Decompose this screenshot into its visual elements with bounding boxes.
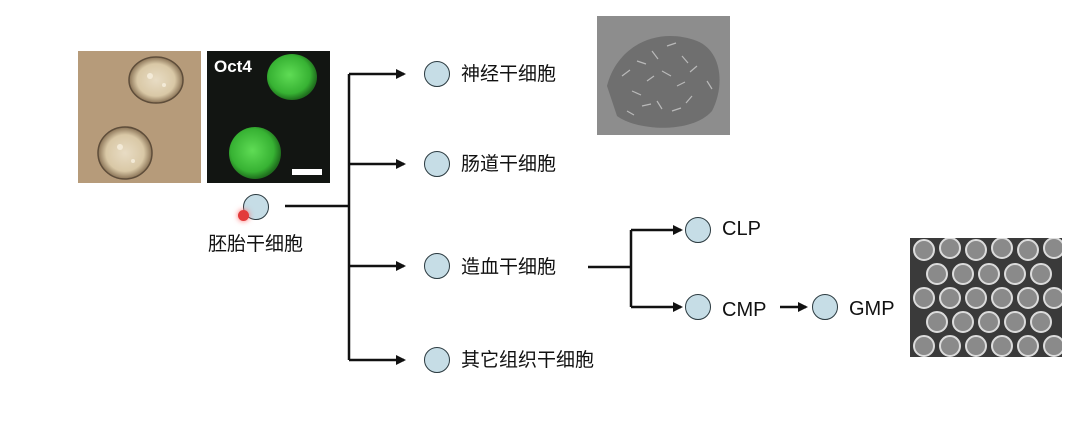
neural-stem-cell-image <box>597 16 730 135</box>
clp-cell-icon <box>685 217 711 243</box>
brightfield-colony-image <box>78 51 201 183</box>
oct4-fluorescence-image: Oct4 <box>207 51 330 183</box>
cmp-cell-icon <box>685 294 711 320</box>
other-tissue-stem-cell-label: 其它组织干细胞 <box>461 349 595 371</box>
intestinal-stem-cell-label: 肠道干细胞 <box>461 153 557 175</box>
oct4-fluorescence-drawing <box>229 54 322 179</box>
blood-cells-drawing <box>913 238 1062 357</box>
hematopoietic-stem-cell-icon <box>424 253 450 279</box>
intestinal-stem-cell-icon <box>424 151 450 177</box>
neural-stem-cell-icon <box>424 61 450 87</box>
blood-cells-image <box>910 238 1062 357</box>
neural-stem-cell-drawing <box>607 36 720 128</box>
scale-bar <box>292 169 322 175</box>
brightfield-colony-drawing <box>97 56 184 180</box>
hematopoietic-stem-cell-label: 造血干细胞 <box>461 256 557 278</box>
oct4-label: Oct4 <box>214 57 252 76</box>
red-marker-dot <box>238 210 249 221</box>
gmp-cell-icon <box>812 294 838 320</box>
cmp-label: CMP <box>722 299 767 321</box>
clp-label: CLP <box>722 218 761 240</box>
gmp-label: GMP <box>849 298 895 320</box>
other-tissue-stem-cell-icon <box>424 347 450 373</box>
embryonic-stem-cell-label: 胚胎干细胞 <box>208 233 304 255</box>
neural-stem-cell-label: 神经干细胞 <box>461 63 557 85</box>
